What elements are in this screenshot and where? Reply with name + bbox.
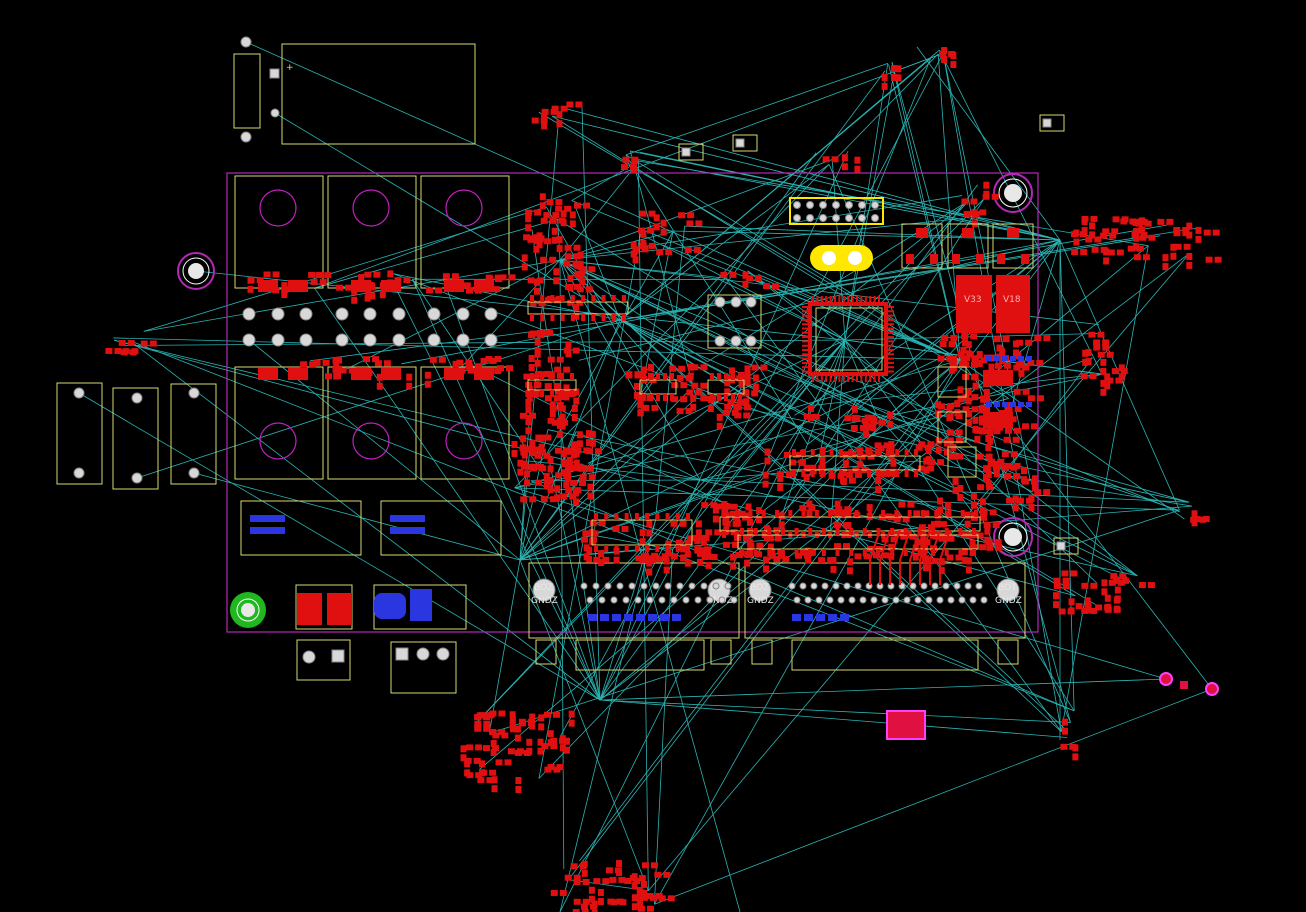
mounting-hole-green[interactable] — [230, 592, 266, 628]
conn2-label-bot: GNDZ — [747, 596, 774, 606]
ratsnest-layer — [78, 41, 1213, 912]
conn2-label-top: BOZ — [750, 583, 769, 593]
electrolytic-capacitor[interactable] — [295, 584, 467, 630]
mounting-hole[interactable] — [177, 252, 215, 290]
crystal-oscillator[interactable] — [810, 245, 873, 271]
terminal-block-left[interactable] — [56, 382, 217, 490]
mounting-hole[interactable] — [993, 173, 1033, 213]
relay-module[interactable] — [240, 500, 502, 556]
power-connector[interactable] — [296, 639, 457, 694]
smd-components[interactable] — [105, 47, 1222, 912]
reg2-label: V18 — [1003, 295, 1021, 305]
relay-bank[interactable] — [234, 175, 510, 480]
via-grid — [242, 307, 498, 347]
conn1-label-bot: GNDZ — [531, 596, 558, 606]
dsub-connector-2[interactable]: BOZ GNDZ BOT GNDZ — [744, 562, 1026, 671]
mounting-hole[interactable] — [993, 517, 1033, 557]
voltage-regulator-v33[interactable]: V33 — [956, 275, 992, 333]
pin-header[interactable] — [789, 197, 884, 225]
conn1-label-top-r: BOT — [710, 583, 729, 593]
conn2-label-top-r: BOT — [998, 583, 1017, 593]
svg-text:+: + — [286, 63, 294, 73]
conn1-label-top: BOZ — [534, 583, 553, 593]
stray-pad[interactable] — [886, 672, 1219, 740]
reg1-label: V33 — [964, 295, 982, 305]
conn2-label-bot-r: GNDZ — [995, 596, 1022, 606]
voltage-regulator-v18[interactable]: V18 — [996, 275, 1030, 333]
jumper-header[interactable] — [707, 294, 762, 349]
battery-component[interactable]: + — [233, 36, 476, 145]
